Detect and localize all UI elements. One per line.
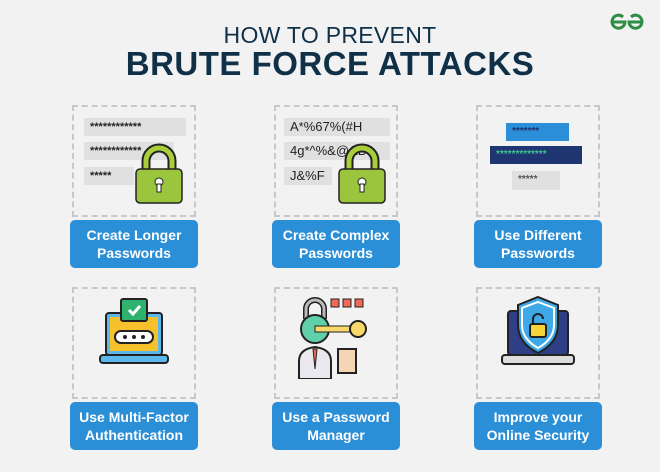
- button-label: Use Multi-Factor: [79, 409, 189, 425]
- password-field: J&%F: [284, 167, 332, 185]
- padlock-icon: [135, 143, 183, 204]
- laptop-verified-password-icon: [99, 298, 169, 364]
- button-label: Passwords: [501, 245, 575, 261]
- button-label: Passwords: [299, 245, 373, 261]
- improve-online-security-button[interactable]: Improve your Online Security: [474, 402, 602, 450]
- use-different-passwords-button[interactable]: Use Different Passwords: [474, 220, 602, 268]
- title-line-1: HOW TO PREVENT: [223, 22, 437, 48]
- button-label: Create Longer: [86, 227, 182, 243]
- button-label: Use a Password: [282, 409, 390, 425]
- button-label: Manager: [307, 427, 365, 443]
- button-label: Use Different: [494, 227, 582, 243]
- password-field: *****: [512, 171, 560, 190]
- create-complex-passwords-button[interactable]: Create Complex Passwords: [272, 220, 400, 268]
- create-longer-passwords-button[interactable]: Create Longer Passwords: [70, 220, 198, 268]
- password-field: A*%67%(#H: [284, 118, 390, 136]
- password-field: *****: [84, 167, 134, 185]
- password-field: *************: [490, 146, 582, 164]
- illustration-frame: [476, 105, 600, 217]
- laptop-shield-lock-icon: [501, 295, 575, 365]
- person-key-lock-icon: [298, 297, 367, 379]
- use-multi-factor-authentication-button[interactable]: Use Multi-Factor Authentication: [70, 402, 198, 450]
- password-field: *******: [506, 123, 569, 141]
- password-field: ************: [84, 118, 186, 136]
- title-line-2: BRUTE FORCE ATTACKS: [125, 45, 535, 82]
- button-label: Authentication: [85, 427, 183, 443]
- use-password-manager-button[interactable]: Use a Password Manager: [272, 402, 400, 450]
- illustration-frame: [72, 105, 196, 217]
- gfg-logo-icon: [610, 13, 644, 30]
- illustration-frame: [72, 287, 196, 399]
- illustration-frame: [274, 287, 398, 399]
- button-label: Passwords: [97, 245, 171, 261]
- padlock-icon: [338, 143, 386, 204]
- illustration-frame: [476, 287, 600, 399]
- button-label: Online Security: [486, 427, 590, 443]
- button-label: Improve your: [493, 409, 583, 425]
- illustration-frame: [274, 105, 398, 217]
- button-label: Create Complex: [282, 227, 390, 243]
